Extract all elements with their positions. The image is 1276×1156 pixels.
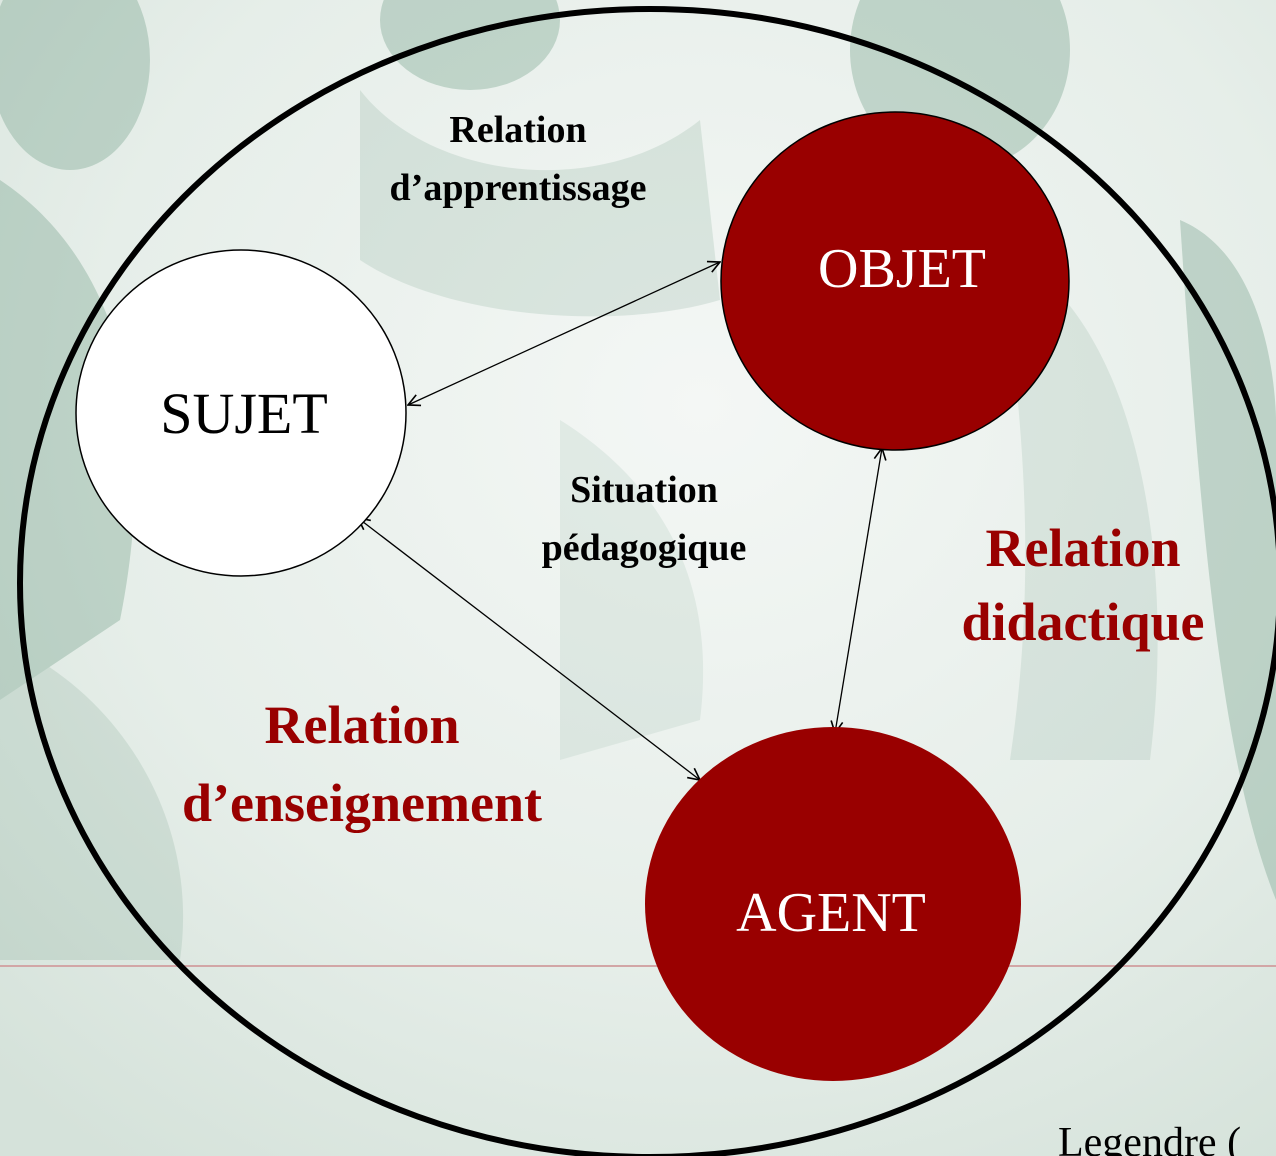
- label-situation-line2: pédagogique: [542, 527, 747, 569]
- citation-text: Legendre (: [1058, 1120, 1241, 1156]
- label-relation-enseignement: Relation d’enseignement: [182, 695, 542, 833]
- node-agent: AGENT: [645, 727, 1021, 1081]
- node-objet-label: OBJET: [818, 238, 986, 300]
- label-situation-line1: Situation: [570, 469, 718, 511]
- node-agent-label: AGENT: [736, 882, 926, 944]
- node-sujet-label: SUJET: [160, 381, 328, 446]
- node-sujet: SUJET: [75, 249, 407, 577]
- label-apprentissage-line1: Relation: [449, 109, 586, 151]
- node-objet-circle: [720, 111, 1070, 451]
- label-apprentissage-line2: d’apprentissage: [390, 167, 647, 209]
- node-agent-circle: [645, 727, 1021, 1081]
- arrow-sujet-agent: [358, 518, 700, 780]
- connectors: [358, 262, 882, 780]
- arrow-sujet-objet: [408, 262, 720, 405]
- arrow-objet-agent: [835, 448, 882, 733]
- label-didactique-line2: didactique: [961, 592, 1204, 652]
- label-situation-pedagogique: Situation pédagogique: [542, 469, 747, 569]
- label-relation-apprentissage: Relation d’apprentissage: [390, 109, 647, 209]
- label-didactique-line1: Relation: [986, 518, 1181, 578]
- node-sujet-circle: [75, 249, 407, 577]
- label-relation-didactique: Relation didactique: [961, 518, 1204, 652]
- label-enseignement-line2: d’enseignement: [182, 773, 542, 833]
- node-objet: OBJET: [720, 111, 1070, 451]
- label-enseignement-line1: Relation: [265, 695, 460, 755]
- outer-circle: [17, 6, 1276, 1156]
